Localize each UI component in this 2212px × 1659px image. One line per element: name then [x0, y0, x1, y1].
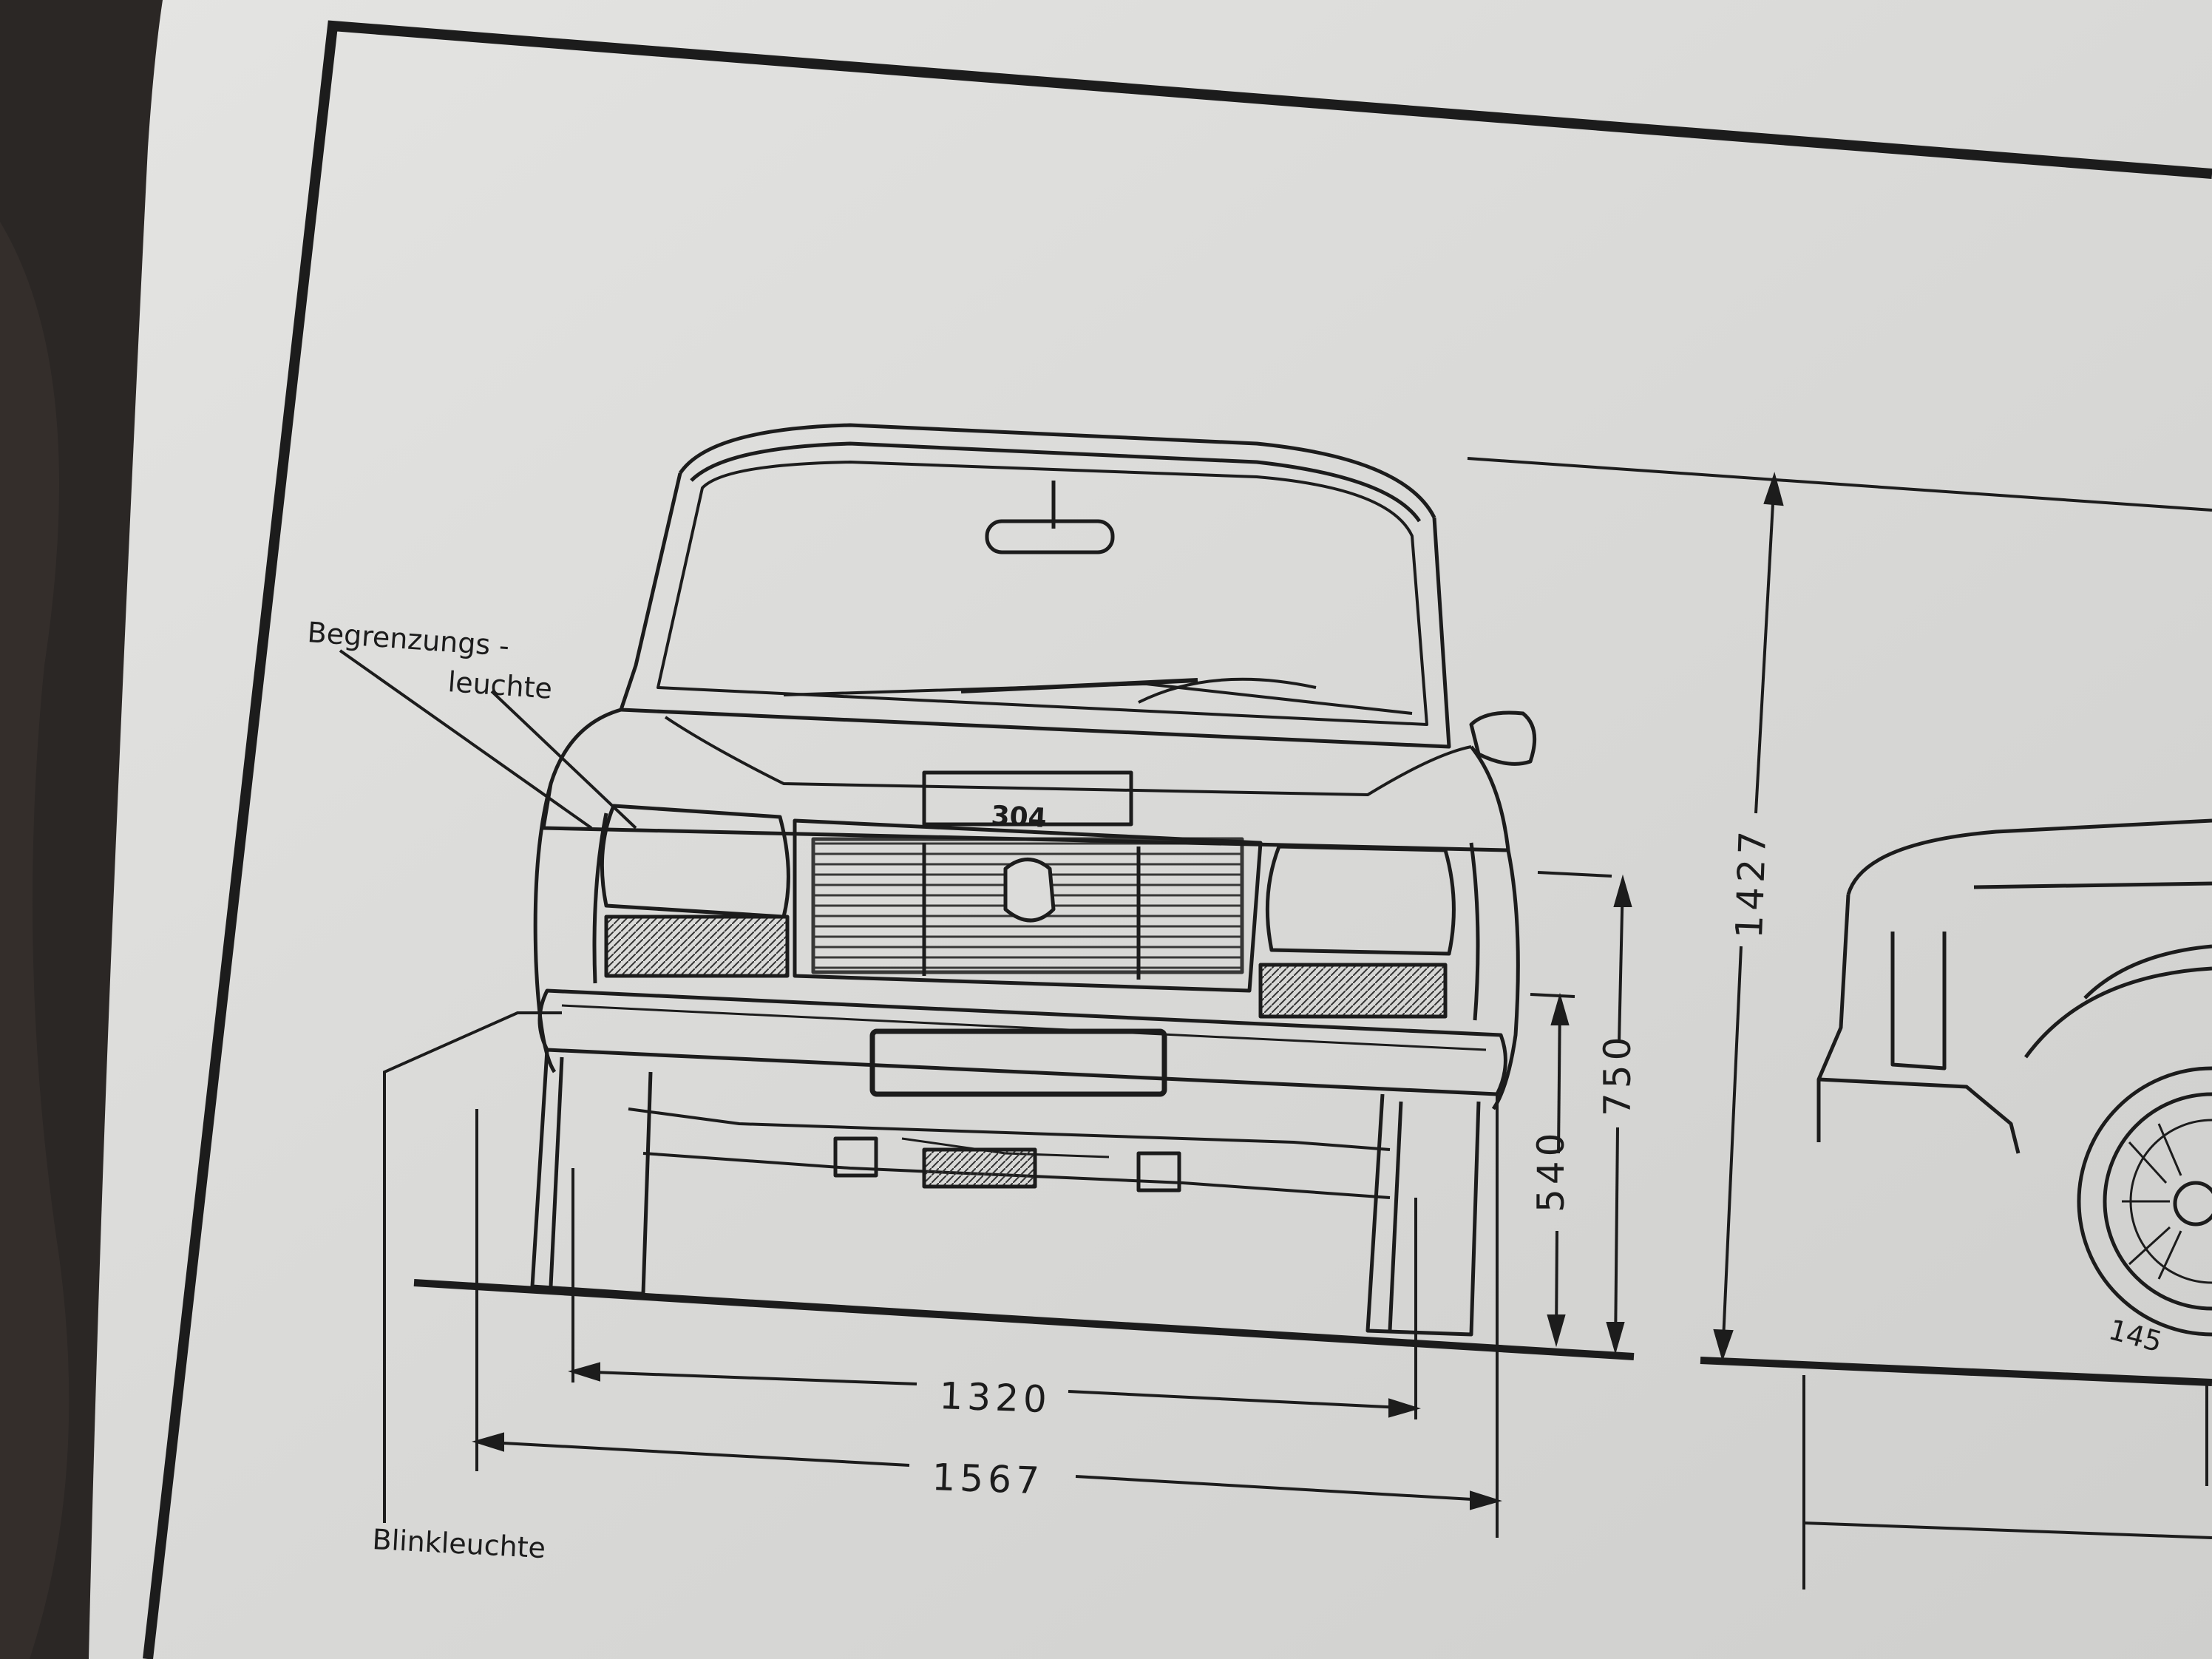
car-side-view-partial — [1816, 818, 2212, 1337]
model-plate-text: 304 — [991, 801, 1048, 834]
dim-fender-750: 750 — [1596, 1033, 1639, 1116]
dimension-values: 1320 1567 540 750 1427 145 — [932, 826, 2166, 1502]
ground-line-side — [1700, 1357, 2212, 1386]
dim-bumper-540: 540 — [1530, 1129, 1573, 1212]
dim-overall-width-1567: 1567 — [932, 1456, 1045, 1502]
dimension-lines — [339, 457, 2212, 1590]
callout-begrenzungsleuchte-line2: leuchte — [447, 665, 553, 705]
drawing-border — [143, 20, 2212, 1659]
dim-track-1320: 1320 — [939, 1374, 1052, 1421]
car-front-view — [530, 423, 1537, 1337]
ground-line-front — [413, 1279, 1635, 1360]
dim-height-1427: 1427 — [1728, 826, 1774, 939]
paper-sheet — [89, 0, 2212, 1659]
